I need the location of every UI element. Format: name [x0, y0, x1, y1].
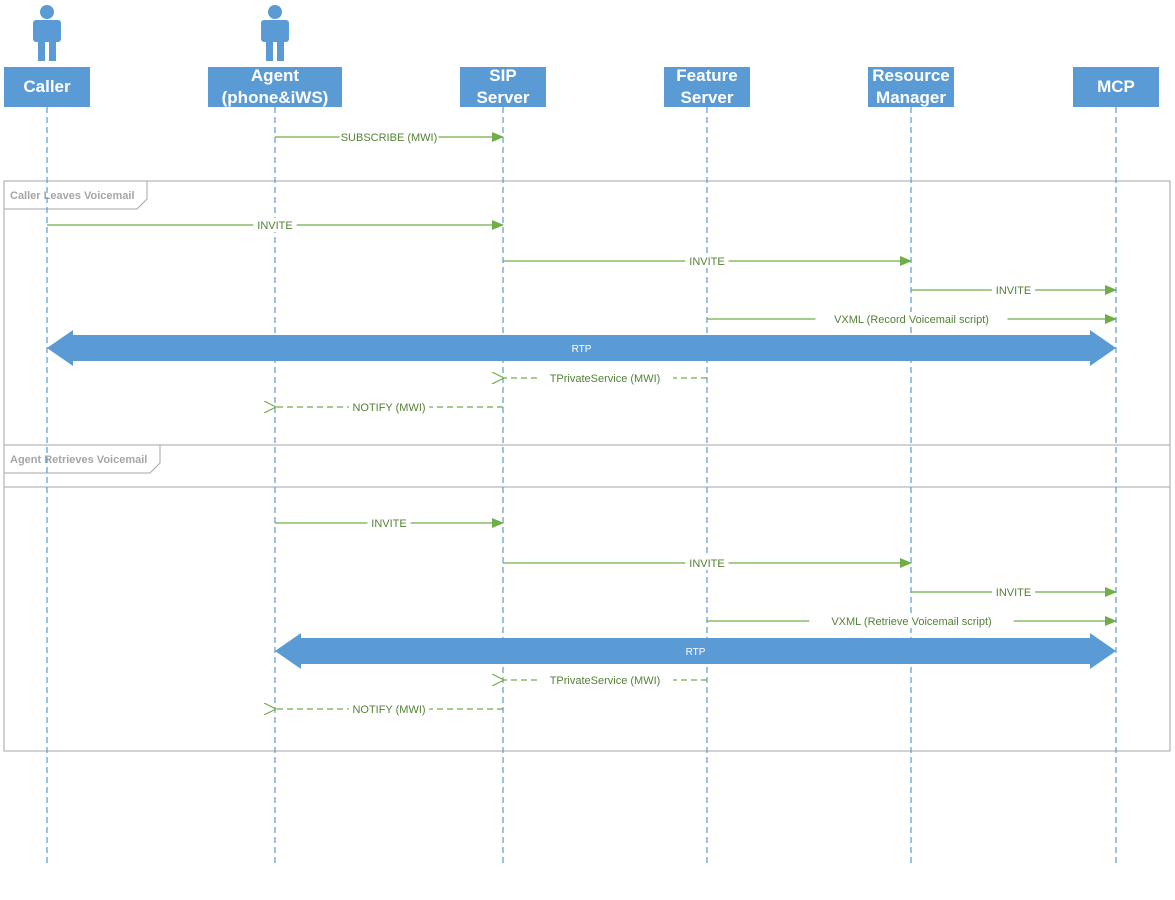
- label-backdrop: [339, 130, 439, 144]
- message-label: NOTIFY (MWI): [352, 402, 425, 414]
- label-backdrop: [348, 702, 430, 716]
- frame-border: [3, 444, 1171, 752]
- message-label: SUBSCRIBE (MWI): [341, 132, 438, 144]
- actor-icon: [33, 5, 61, 61]
- rtp-arrow: [275, 633, 1116, 669]
- message-label: INVITE: [689, 558, 724, 570]
- frame-label: Caller Leaves Voicemail: [10, 190, 135, 202]
- message-arrow: TPrivateService (MWI): [504, 673, 707, 687]
- participant-label: Caller: [23, 77, 71, 96]
- message-label: RTP: [572, 344, 592, 355]
- label-backdrop: [991, 283, 1036, 297]
- participant-label: (phone&iWS): [221, 88, 329, 107]
- message-arrow: TPrivateService (MWI): [504, 371, 707, 385]
- label-backdrop: [536, 673, 674, 687]
- message-label: INVITE: [371, 518, 406, 530]
- message-arrow: INVITE: [503, 254, 912, 268]
- message-arrow: VXML (Retrieve Voicemail script): [707, 614, 1117, 628]
- message-label: INVITE: [996, 285, 1031, 297]
- message-arrow: NOTIFY (MWI): [276, 400, 503, 414]
- message-arrow: INVITE: [503, 556, 912, 570]
- frame-agent-retrieves-voicemail: Agent Retrieves Voicemail: [3, 444, 1171, 752]
- participant-label: Manager: [876, 88, 946, 107]
- message-label: NOTIFY (MWI): [352, 704, 425, 716]
- messages-layer: SUBSCRIBE (MWI) INVITE INVITE INVITE VXML (R…: [47, 130, 1117, 716]
- participant-label: Feature: [676, 66, 738, 85]
- message-label: INVITE: [257, 220, 292, 232]
- message-label: TPrivateService (MWI): [550, 373, 661, 385]
- lifelines-layer: [46, 107, 1117, 865]
- message-arrow: SUBSCRIBE (MWI): [275, 130, 504, 144]
- message-label: VXML (Retrieve Voicemail script): [831, 616, 991, 628]
- participant-sip: SIP Server: [460, 66, 546, 107]
- actors-layer: [33, 5, 289, 61]
- frame-tab: [4, 181, 148, 210]
- message-label: VXML (Record Voicemail script): [834, 314, 989, 326]
- frame-label: Agent Retrieves Voicemail: [10, 454, 147, 466]
- message-rtp-stream: RTP: [47, 330, 1116, 366]
- participant-label: Resource: [872, 66, 950, 85]
- label-backdrop: [253, 218, 297, 232]
- label-backdrop: [815, 312, 1008, 326]
- message-arrow: VXML (Record Voicemail script): [707, 312, 1117, 326]
- participant-label: SIP: [489, 66, 517, 85]
- frame-tab: [4, 445, 161, 474]
- label-backdrop: [685, 556, 729, 570]
- message-label: RTP: [686, 647, 706, 658]
- participant-label: Agent: [250, 66, 300, 85]
- participant-agent: Agent (phone&iWS): [208, 66, 342, 107]
- message-label: INVITE: [689, 256, 724, 268]
- message-arrow: NOTIFY (MWI): [276, 702, 503, 716]
- message-label: TPrivateService (MWI): [550, 675, 661, 687]
- message-arrow: INVITE: [47, 218, 504, 232]
- actor-icon: [261, 5, 289, 61]
- message-rtp-stream: RTP: [275, 633, 1116, 669]
- rtp-arrow: [47, 330, 1116, 366]
- message-arrow: INVITE: [911, 585, 1117, 599]
- label-backdrop: [809, 614, 1014, 628]
- participant-mcp: MCP: [1073, 67, 1159, 107]
- message-arrow: INVITE: [275, 516, 504, 530]
- message-label: INVITE: [996, 587, 1031, 599]
- participant-label: Server: [680, 88, 734, 107]
- participant-label: Server: [476, 88, 530, 107]
- participant-label: MCP: [1097, 77, 1135, 96]
- participant-caller: Caller: [4, 67, 90, 107]
- label-backdrop: [991, 585, 1036, 599]
- label-backdrop: [348, 400, 430, 414]
- label-backdrop: [367, 516, 411, 530]
- label-backdrop: [685, 254, 729, 268]
- message-arrow: INVITE: [911, 283, 1117, 297]
- label-backdrop: [536, 371, 674, 385]
